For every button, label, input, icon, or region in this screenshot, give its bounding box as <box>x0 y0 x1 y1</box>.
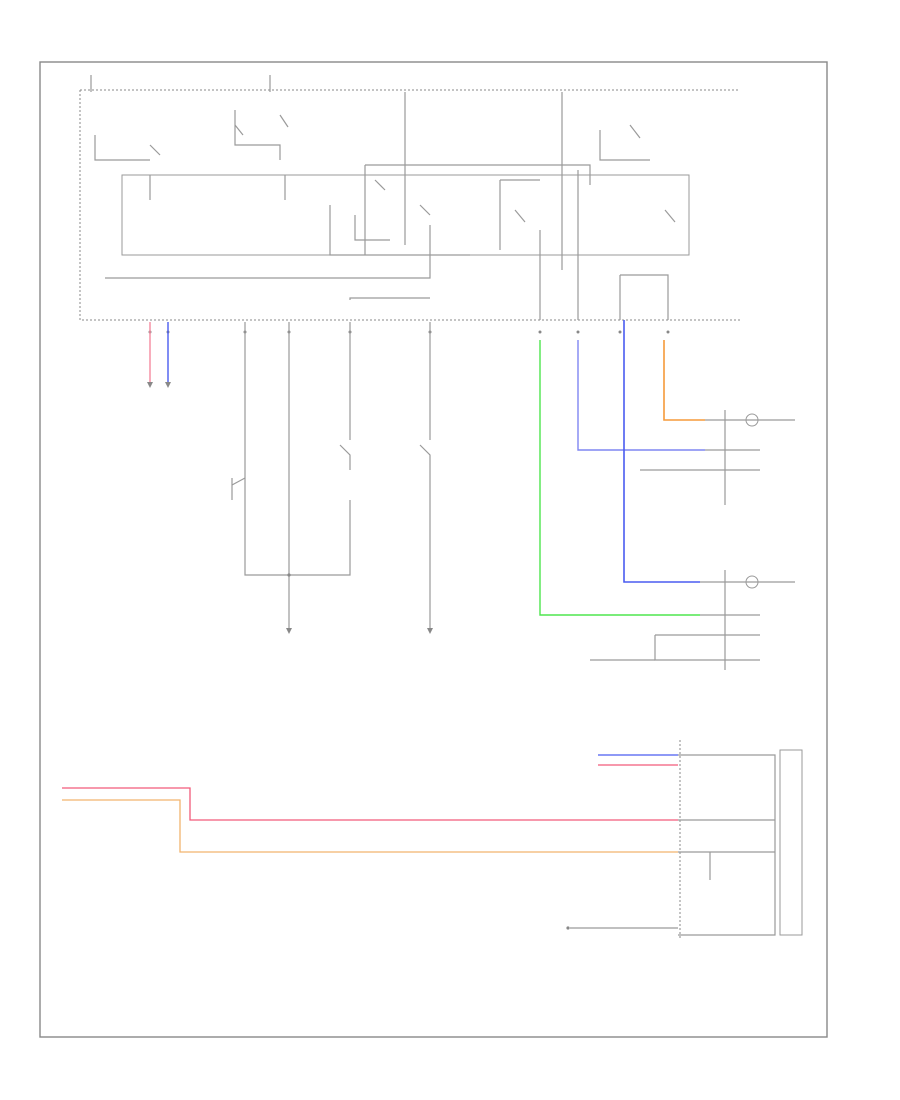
wire-green <box>539 340 700 616</box>
wire-blue <box>623 320 700 583</box>
upper-module: ​ <box>79 75 740 321</box>
combination-meter <box>566 740 803 940</box>
wire-lightblue <box>577 340 705 451</box>
lamp-connectors <box>590 410 795 670</box>
switch-circuit-left <box>231 322 433 634</box>
wire-tan-meter <box>62 799 678 853</box>
relay-section <box>94 110 690 320</box>
wire-red-meter <box>62 787 678 821</box>
module-pins <box>148 330 670 334</box>
wire-orange <box>663 340 705 421</box>
diagram-frame <box>39 61 828 1038</box>
